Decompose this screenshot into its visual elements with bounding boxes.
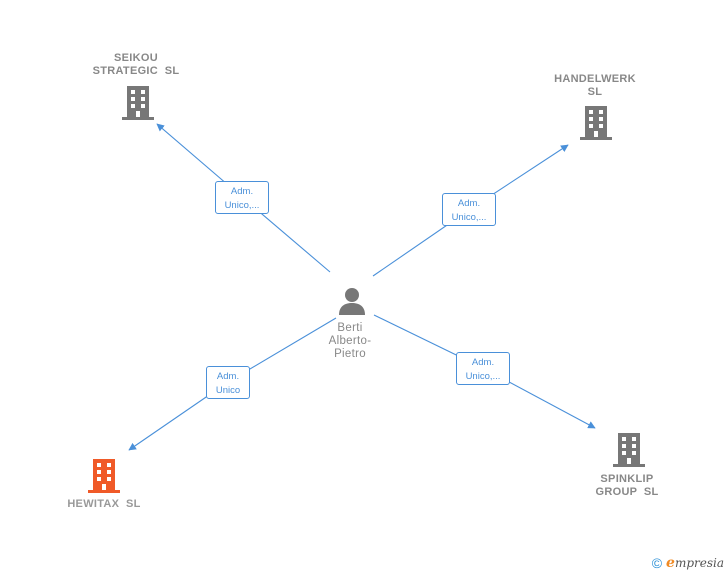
building-icon[interactable] xyxy=(580,106,612,145)
brand-logo: empresia xyxy=(666,555,724,571)
company-label-handelwerk[interactable]: HANDELWERK SL xyxy=(535,73,655,99)
company-label-spinklip[interactable]: SPINKLIP GROUP SL xyxy=(567,473,687,499)
copyright-icon: © xyxy=(651,555,663,571)
role-text: Adm. xyxy=(457,198,481,209)
role-text: Adm. xyxy=(230,186,254,197)
company-name-line: STRATEGIC SL xyxy=(92,65,180,77)
role-text: Unico xyxy=(215,385,241,396)
role-text: Unico,... xyxy=(465,371,501,382)
footer-brand: © empresia xyxy=(652,555,724,571)
person-icon[interactable] xyxy=(337,286,367,321)
company-name-line: HANDELWERK xyxy=(554,73,636,85)
brand-rest: mpresia xyxy=(674,556,724,570)
person-name-line: Alberto- xyxy=(328,335,372,347)
role-label-hewitax[interactable]: Adm. Unico xyxy=(206,366,250,399)
brand-initial: e xyxy=(666,555,675,571)
role-label-seikou[interactable]: Adm. Unico,... xyxy=(215,181,269,214)
person-name-line: Pietro xyxy=(334,348,366,360)
building-icon[interactable] xyxy=(122,86,154,125)
company-name-line: GROUP SL xyxy=(595,486,659,498)
person-name[interactable]: Berti Alberto- Pietro xyxy=(310,322,390,361)
company-name-line: HEWITAX SL xyxy=(67,498,141,510)
building-icon[interactable] xyxy=(88,459,120,498)
role-text: Adm. xyxy=(471,357,495,368)
building-icon[interactable] xyxy=(613,433,645,472)
role-label-handelwerk[interactable]: Adm. Unico,... xyxy=(442,193,496,226)
company-label-seikou[interactable]: SEIKOU STRATEGIC SL xyxy=(76,52,196,78)
role-text: Unico,... xyxy=(224,200,260,211)
company-name-line: SEIKOU xyxy=(114,52,158,64)
company-name-line: SPINKLIP xyxy=(600,473,654,485)
person-name-line: Berti xyxy=(337,322,363,334)
company-name-line: SL xyxy=(587,86,603,98)
role-text: Adm. xyxy=(216,371,240,382)
role-text: Unico,... xyxy=(451,212,487,223)
company-label-hewitax[interactable]: HEWITAX SL xyxy=(44,498,164,511)
role-label-spinklip[interactable]: Adm. Unico,... xyxy=(456,352,510,385)
